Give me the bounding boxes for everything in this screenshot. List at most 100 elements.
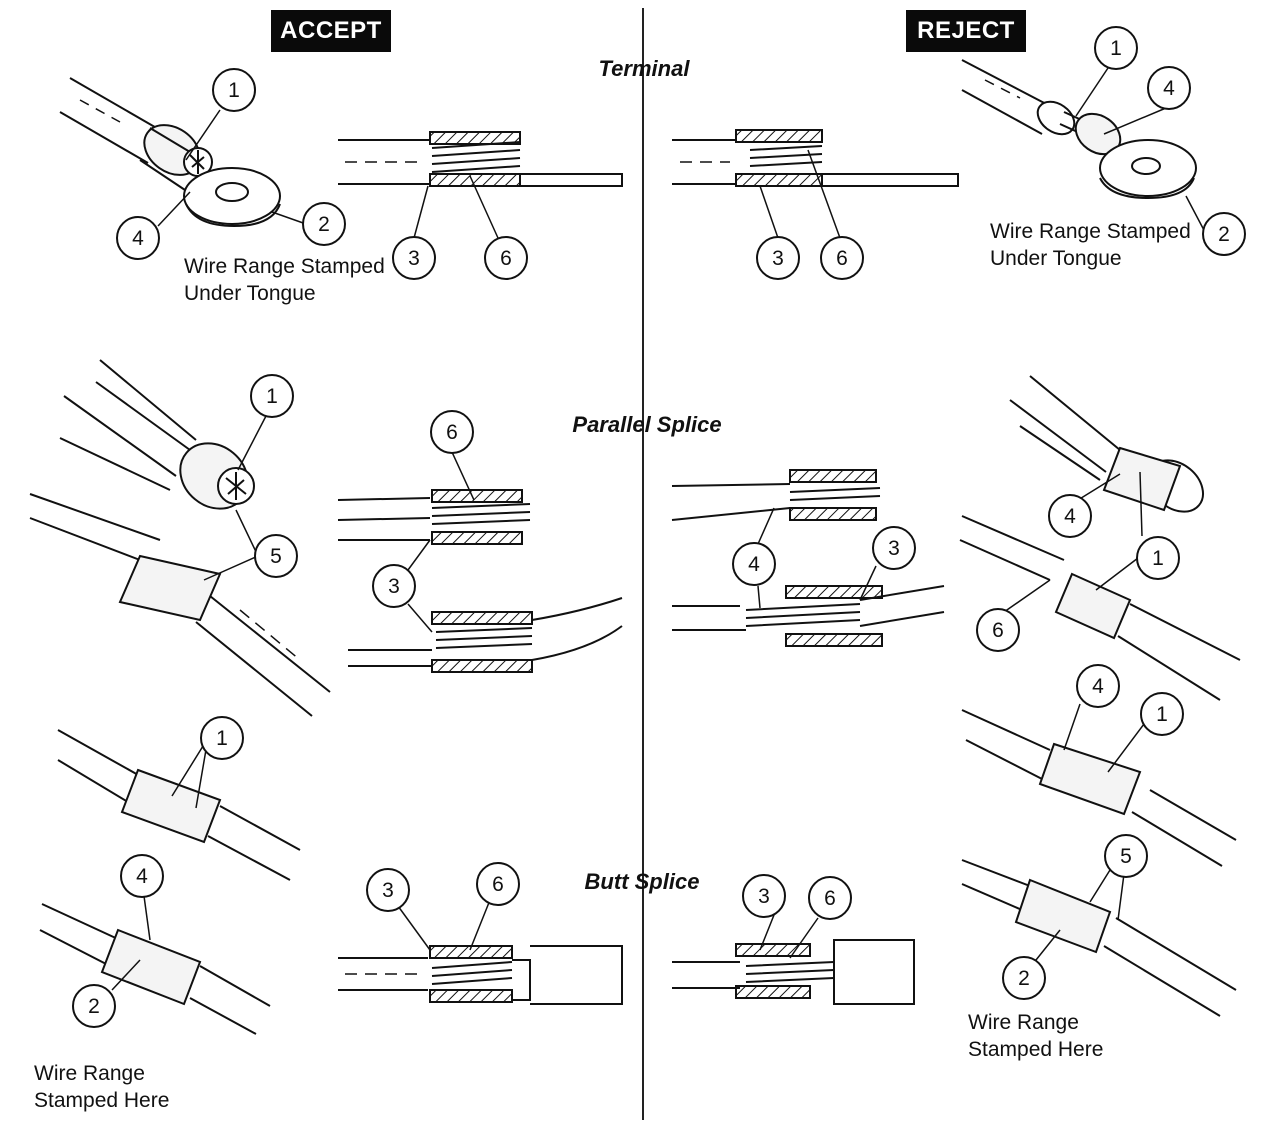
callout-number: 6 (992, 619, 1004, 642)
callout-circle (1202, 212, 1246, 256)
callout-circle (820, 236, 864, 280)
callout-number: 6 (492, 873, 504, 896)
callout-pr-1: 1 (1136, 536, 1180, 580)
callout-number: 2 (318, 213, 330, 236)
terminal-accept-illustration (59, 77, 281, 228)
callout-br-2: 2 (1002, 956, 1046, 1000)
callout-circle (116, 216, 160, 260)
callout-number: 4 (748, 553, 760, 576)
callout-number: 5 (270, 545, 282, 568)
butt-reject-illustration (961, 709, 1237, 1017)
callout-ta-4: 4 (116, 216, 160, 260)
callout-ba-2: 2 (72, 984, 116, 1028)
butt-accept-illustration (39, 729, 301, 1035)
callout-br-4: 4 (1076, 664, 1120, 708)
callout-circle (372, 564, 416, 608)
terminal-reject-illustration (961, 59, 1197, 200)
accept-header: ACCEPT (271, 10, 391, 52)
callout-number: 1 (228, 79, 240, 102)
callout-circle (756, 236, 800, 280)
callout-circle (250, 374, 294, 418)
section-title-terminal: Terminal (598, 56, 690, 81)
leader-lines (111, 67, 1207, 991)
callout-circle (212, 68, 256, 112)
callout-circle (1002, 956, 1046, 1000)
callout-ta-1: 1 (212, 68, 256, 112)
callout-number: 3 (388, 575, 400, 598)
callout-number: 6 (446, 421, 458, 444)
parallel-accept-section (337, 489, 623, 673)
callout-pr-4b: 4 (1048, 494, 1092, 538)
callout-ba-3: 3 (366, 868, 410, 912)
callout-pr-4: 4 (732, 542, 776, 586)
callout-circle (392, 236, 436, 280)
callout-number: 3 (772, 247, 784, 270)
callout-number: 2 (1218, 223, 1230, 246)
callout-tr-3: 3 (756, 236, 800, 280)
caption-terminal-accept-line2: Under Tongue (184, 282, 316, 305)
callout-circle (872, 526, 916, 570)
callout-pa-3: 3 (372, 564, 416, 608)
callout-number: 4 (1163, 77, 1175, 100)
callout-circle (1140, 692, 1184, 736)
callout-number: 6 (836, 247, 848, 270)
callout-number: 3 (888, 537, 900, 560)
parallel-accept-illustration (29, 359, 331, 717)
callout-ta-6: 6 (484, 236, 528, 280)
callout-number: 4 (132, 227, 144, 250)
callout-pr-3: 3 (872, 526, 916, 570)
section-title-butt-splice: Butt Splice (584, 869, 700, 894)
callout-br-1: 1 (1140, 692, 1184, 736)
callout-number: 1 (1110, 37, 1122, 60)
callout-tr-4: 4 (1147, 66, 1191, 110)
callout-number: 6 (824, 887, 836, 910)
callout-circle (1094, 26, 1138, 70)
caption-terminal-reject-line2: Under Tongue (990, 247, 1122, 270)
caption-butt-accept-line1: Wire Range (34, 1062, 145, 1085)
callout-br-6: 6 (808, 876, 852, 920)
callout-circle (732, 542, 776, 586)
caption-terminal-reject-line1: Wire Range Stamped (990, 220, 1191, 243)
butt-accept-section (338, 945, 623, 1005)
callout-number: 1 (1152, 547, 1164, 570)
callout-circle (476, 862, 520, 906)
callout-circle (976, 608, 1020, 652)
callout-circle (430, 410, 474, 454)
parallel-reject-illustration (959, 375, 1241, 701)
terminal-reject-section (672, 129, 959, 187)
callout-pa-1: 1 (250, 374, 294, 418)
callout-pr-6: 6 (976, 608, 1020, 652)
reject-header: REJECT (906, 10, 1026, 52)
callout-tr-1: 1 (1094, 26, 1138, 70)
butt-reject-section (672, 939, 915, 1005)
callout-tr-2: 2 (1202, 212, 1246, 256)
caption-butt-reject-line2: Stamped Here (968, 1038, 1104, 1061)
callout-tr-6: 6 (820, 236, 864, 280)
callout-circle (366, 868, 410, 912)
callout-number: 4 (1064, 505, 1076, 528)
callout-circle (1048, 494, 1092, 538)
callout-circle (302, 202, 346, 246)
caption-terminal-accept-line1: Wire Range Stamped (184, 255, 385, 278)
callout-number: 1 (1156, 703, 1168, 726)
caption-butt-reject-line1: Wire Range (968, 1011, 1079, 1034)
callout-number: 2 (1018, 967, 1030, 990)
callout-circle (1136, 536, 1180, 580)
callout-circle (120, 854, 164, 898)
callout-number: 3 (758, 885, 770, 908)
callout-number: 1 (216, 727, 228, 750)
callout-number: 1 (266, 385, 278, 408)
callout-pa-6: 6 (430, 410, 474, 454)
callout-number: 4 (136, 865, 148, 888)
callout-number: 5 (1120, 845, 1132, 868)
caption-butt-accept-line2: Stamped Here (34, 1089, 170, 1112)
callout-number: 6 (500, 247, 512, 270)
callout-circle (1104, 834, 1148, 878)
callout-pa-5: 5 (254, 534, 298, 578)
callout-number: 3 (382, 879, 394, 902)
callout-number: 4 (1092, 675, 1104, 698)
callout-circle (484, 236, 528, 280)
parallel-reject-section (671, 469, 945, 647)
